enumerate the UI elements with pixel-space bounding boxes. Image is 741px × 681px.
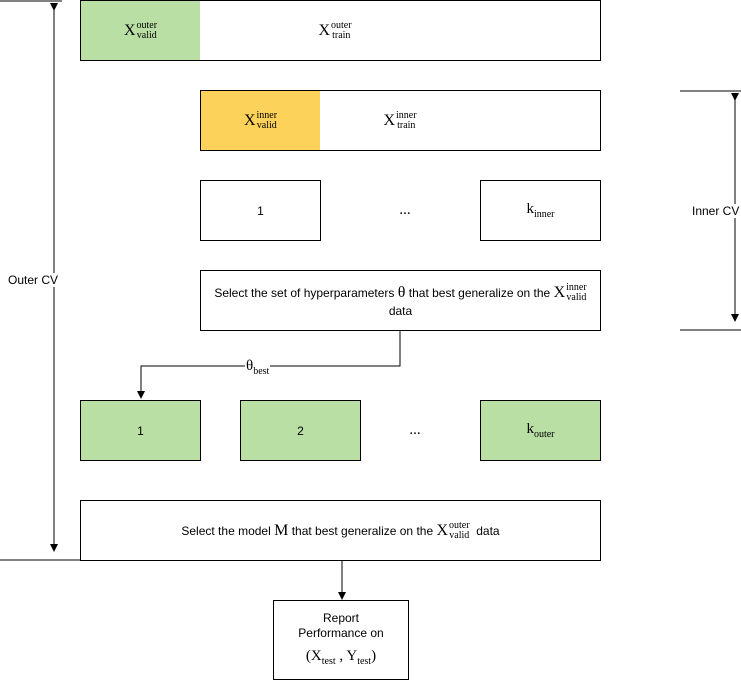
outer-fold-2: 2 <box>240 400 361 461</box>
inner-fold-k: kinner <box>480 180 601 241</box>
theta-best-arrow <box>137 330 401 399</box>
report-test-data: (Xtest , Ytest) <box>305 648 377 668</box>
outer-cv-label: Outer CV <box>8 273 59 287</box>
inner-fold-1: 1 <box>200 180 321 241</box>
inner-cv-label: Inner CV <box>692 204 740 218</box>
outer-fold-ellipsis: ... <box>409 421 421 438</box>
inner-select-box: Select the set of hyperparameters θ that… <box>200 270 601 331</box>
inner-fold-ellipsis: ... <box>399 201 411 218</box>
outer-select-box: Select the model M that best generalize … <box>80 500 601 561</box>
theta-best-label: θbest <box>245 358 271 377</box>
outer-fold-k: kouter <box>480 400 601 461</box>
report-box: Report Performance on (Xtest , Ytest) <box>273 600 409 680</box>
outer-fold-1: 1 <box>80 400 201 461</box>
